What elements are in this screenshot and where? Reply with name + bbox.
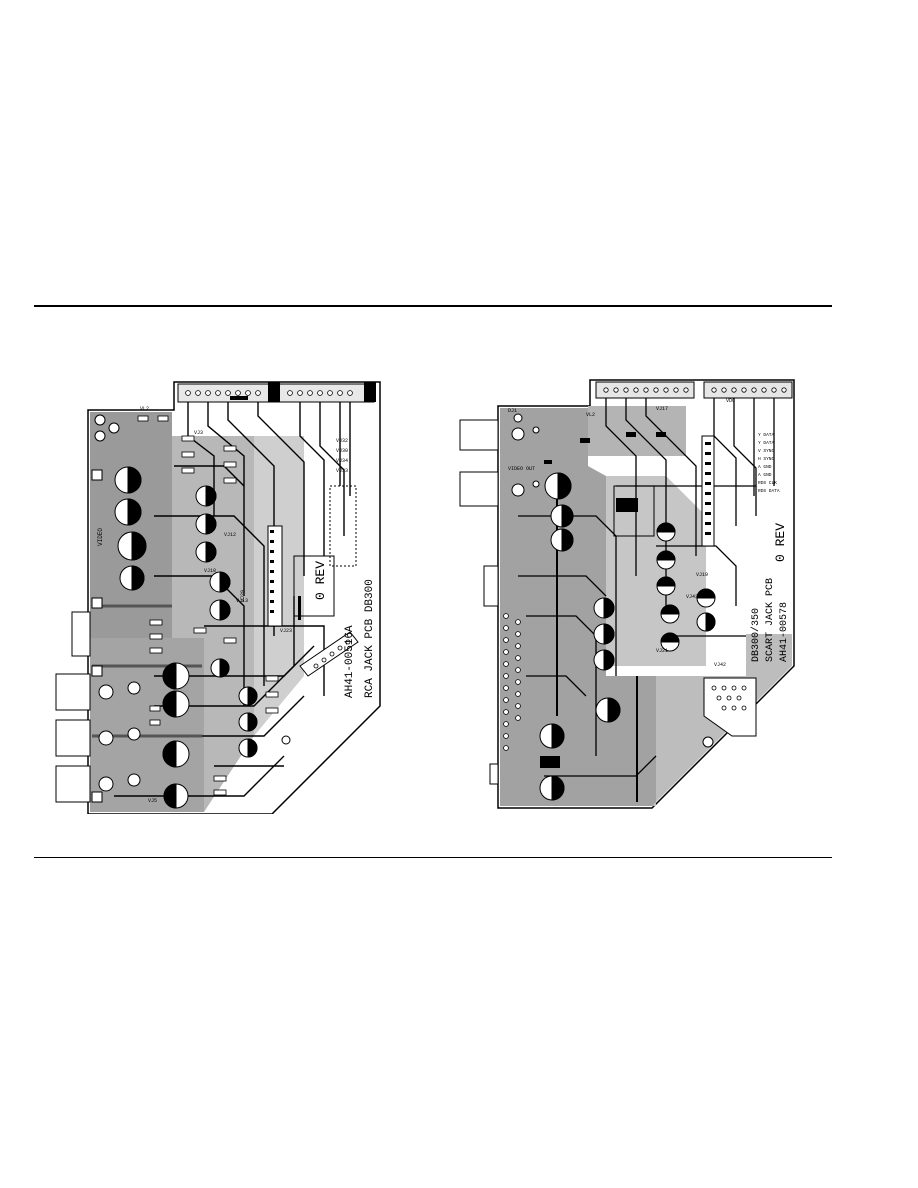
top-connector-pins [185,390,353,396]
electrolytic-capacitors [114,466,258,809]
vj32-label: VJ32 [336,438,348,444]
electrolytic-capacitors [539,472,716,801]
right-board-model: DB300/350 [750,608,762,662]
signal-label: Y DATA [758,432,775,438]
vj43-label: VJ43 [686,594,698,600]
mounting-squares [91,469,103,803]
video-jacks [459,419,499,785]
ic-block [616,498,638,512]
vj33-label: VJ33 [336,468,348,474]
signal-label: RDS DATA [758,488,780,494]
right-board-revision: 0 REV [773,523,788,562]
left-board-part-number: AH41-00516A [344,625,356,698]
scart-jack-pcb-drawing: DJ1 VIDEO OUT VL2 VDC VJ17 VJ19 VJ21 VJ4… [459,379,795,809]
left-board-revision: 0 REV [313,561,328,600]
sub-connector-pins [711,685,747,711]
bottom-rule [34,857,832,858]
ic-pins [270,530,274,613]
vl2-label: VL2 [140,406,149,412]
signal-label: H SYNC [758,456,775,462]
ground-strip [556,496,558,716]
regulator-tab [230,396,248,400]
ground-strip [636,676,638,802]
signal-label: Y DATA [758,440,775,446]
vj12-label: VJ12 [224,532,236,538]
scart-pins [503,613,521,751]
vj10-label: VJ10 [204,568,216,574]
jack-pads [511,426,540,497]
mounting-hole [513,413,523,423]
vj17-label: VJ17 [656,406,668,412]
vj19-label: VJ19 [696,572,708,578]
top-connector-right [703,381,793,399]
rca-jacks [55,611,91,803]
left-board-name: RCA JACK PCB DB300 [364,579,376,698]
vdc-label: VDC [726,398,735,404]
signal-label: RDS CLK [758,480,777,486]
video-out-label: VIDEO OUT [508,466,535,472]
signal-label-list: Y DATA Y DATA V SYNC H SYNC A GND A GND … [758,432,780,494]
scart-jack-pcb-layout: DJ1 VIDEO OUT VL2 VDC VJ17 VJ19 VJ21 VJ4… [456,376,800,810]
ic-outline [613,485,655,537]
top-rule [34,305,832,307]
ground-plane-mid [172,436,254,812]
vj3-label: VJ3 [194,430,203,436]
vj42-label: VJ42 [714,662,726,668]
mounting-hole [702,736,714,748]
rca-jack-pcb-layout: VIDEO VL2 VJ3 VJ10 VJ5 VJ12 VJ13 VJ32 VJ… [54,376,384,814]
regulator-tab [298,596,301,620]
copper-traces [518,398,775,777]
bottom-right-pads [313,639,351,669]
vj30-label: VJ30 [336,448,348,454]
small-components [137,415,279,796]
vj5-label: VJ5 [148,798,157,804]
signal-label: V SYNC [758,448,775,454]
top-connector-pins [603,387,787,393]
rca-jack-pcb-drawing: VIDEO VL2 VJ3 VJ10 VJ5 VJ12 VJ13 VJ32 VJ… [55,381,381,814]
vj13-label: VJ13 [236,598,248,604]
mounting-hole [281,735,291,745]
vl2-label: VL2 [586,412,595,418]
vj29-label: VJ29 [240,590,246,602]
vj21-label: VJ21 [656,648,668,654]
sub-connector-outline [703,677,757,737]
connector-block [268,382,280,402]
dj1-label: DJ1 [508,408,517,414]
diode-block [540,756,560,768]
ground-plane-mid [606,476,706,666]
right-connector-pins [705,442,711,535]
video-label: VIDEO [97,528,104,546]
jack-pads [94,414,141,792]
vj23-label: VJ23 [280,628,292,634]
vj34-label: VJ34 [336,458,348,464]
right-board-part-number: AH41-00578 [779,602,790,662]
connector-block [364,382,376,402]
signal-label: A GND [758,472,772,478]
signal-label: A GND [758,464,772,470]
small-black-parts [544,432,666,464]
right-board-name: SCART JACK PCB [765,578,776,662]
